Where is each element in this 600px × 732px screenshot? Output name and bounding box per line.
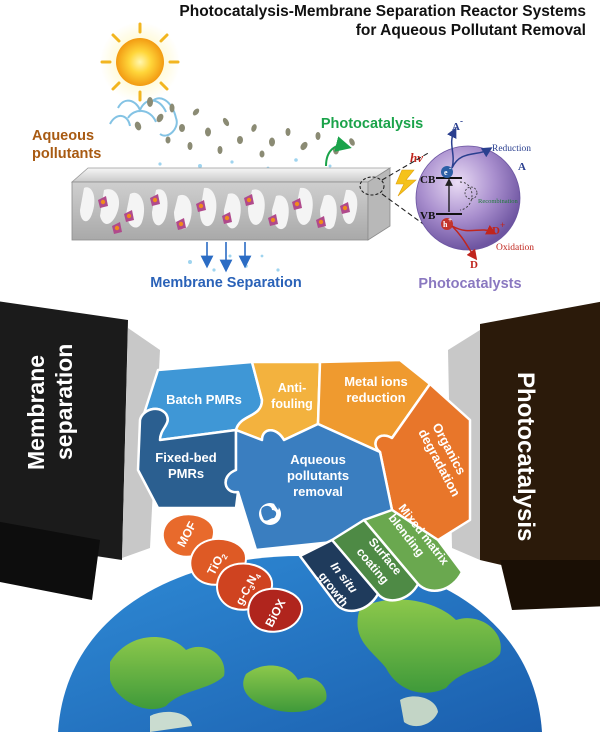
a-minus-label: A bbox=[452, 121, 460, 133]
hole-label: h bbox=[443, 220, 448, 229]
fingers bbox=[161, 513, 304, 633]
globe bbox=[58, 556, 542, 732]
electron-sign: - bbox=[449, 164, 452, 172]
membrane-separation-label: Membrane Separation bbox=[150, 275, 302, 291]
a-minus-sign: - bbox=[460, 116, 463, 126]
electron-label: e bbox=[444, 168, 448, 177]
oxidation-label: Oxidation bbox=[496, 243, 534, 253]
left-hand-label-2: separation bbox=[51, 344, 77, 460]
recombination-label: Recombination bbox=[478, 198, 518, 205]
photocatalysts-label: Photocatalysts bbox=[418, 276, 521, 292]
tio2-sub: 2 bbox=[220, 552, 230, 561]
photocatalysis-arrow bbox=[325, 136, 352, 167]
aqueous-pollutants-label-1: Aqueous bbox=[32, 128, 94, 144]
piece-organics bbox=[374, 382, 472, 542]
antifouling-label-2: fouling bbox=[271, 397, 313, 411]
metal-ions-label-2: reduction bbox=[346, 390, 405, 405]
photocatalyst-sphere bbox=[415, 145, 521, 251]
finger-biox bbox=[247, 587, 304, 633]
piece-in-situ bbox=[298, 538, 380, 613]
gc3n4-sub-2: 4 bbox=[253, 572, 263, 581]
left-hand-label-1: Membrane bbox=[23, 355, 49, 470]
membrane-flow-arrows bbox=[200, 242, 252, 273]
puzzle-pieces bbox=[136, 358, 472, 613]
reduction-label: Reduction bbox=[492, 144, 531, 154]
title-line-2: for Aqueous Pollutant Removal bbox=[355, 22, 586, 39]
metal-ions-label-1: Metal ions bbox=[344, 374, 408, 389]
center-label-3: removal bbox=[293, 484, 343, 499]
globe-icon bbox=[259, 503, 281, 525]
reduction-arrows bbox=[446, 127, 493, 169]
center-label-1: Aqueous bbox=[290, 452, 346, 467]
vb-label: VB bbox=[420, 210, 436, 222]
lightning-icon bbox=[395, 169, 417, 197]
hole-sign: + bbox=[448, 216, 452, 224]
pollutant-particles bbox=[134, 97, 355, 158]
gc3n4-sub-1: 3 bbox=[247, 584, 257, 592]
aqueous-pollutants-label-2: pollutants bbox=[32, 146, 101, 162]
center-label-2: pollutants bbox=[287, 468, 349, 483]
sun-icon bbox=[100, 22, 180, 102]
right-hand-label: Photocatalysis bbox=[512, 372, 539, 541]
d-label: D bbox=[470, 259, 478, 271]
cb-label: CB bbox=[420, 174, 436, 186]
water-splash-icon bbox=[109, 97, 178, 137]
membrane-block bbox=[70, 167, 392, 241]
left-sleeve bbox=[0, 301, 160, 600]
fixed-bed-label-1: Fixed-bed bbox=[155, 450, 216, 465]
batch-pmrs-label: Batch PMRs bbox=[166, 392, 242, 407]
title-line-1: Photocatalysis-Membrane Separation React… bbox=[179, 3, 586, 20]
photocatalysis-label: Photocatalysis bbox=[321, 116, 423, 132]
catalyst-particles bbox=[98, 194, 350, 234]
d-plus-sign: + bbox=[500, 220, 505, 230]
oxidation-arrows bbox=[451, 224, 497, 261]
antifouling-label-1: Anti- bbox=[278, 381, 306, 395]
a-label: A bbox=[518, 161, 526, 173]
d-plus-label: D bbox=[492, 225, 500, 237]
fixed-bed-label-2: PMRs bbox=[168, 466, 204, 481]
